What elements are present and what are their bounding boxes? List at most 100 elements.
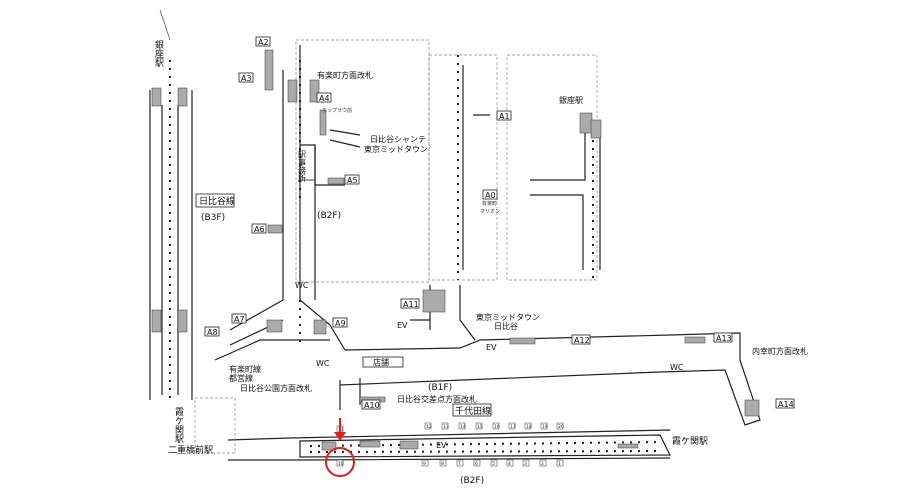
car-marker: 5 (490, 459, 498, 467)
yurakucho-gate-label: 有楽町方面改札 (317, 70, 373, 80)
car-numbers-bottom: 10 9 8 7 6 5 4 3 2 1 (336, 459, 564, 467)
car-marker: 8 (439, 459, 447, 467)
kasumigaseki-vertical-label: 霞ケ関駅 (173, 407, 184, 444)
svg-text:17: 17 (510, 424, 516, 430)
exit-a5[interactable]: A5 (344, 174, 360, 185)
location-highlight (325, 418, 355, 477)
svg-text:4: 4 (508, 461, 511, 467)
svg-text:A8: A8 (207, 328, 218, 337)
svg-text:13: 13 (443, 424, 449, 430)
yurakucho-line-label: 有楽町線 (229, 364, 261, 374)
svg-text:A0: A0 (485, 191, 496, 200)
exit-a11[interactable]: A11 (400, 298, 420, 309)
kasumigaseki-label: 霞ケ関駅 (672, 436, 708, 447)
exit-a2[interactable]: A2 (255, 36, 271, 47)
chiyoda-line-label: 千代田線 (455, 405, 491, 417)
hibiya-line-platform (149, 9, 193, 400)
hop-plaza-label: ホップラウ前 (322, 107, 352, 114)
station-office-label: 駅事務所 (298, 150, 307, 183)
exit-a0[interactable]: A0 (482, 189, 498, 200)
svg-text:A14: A14 (778, 400, 794, 409)
ev-label-platform: EV (436, 441, 447, 450)
svg-text:5: 5 (492, 461, 495, 467)
nijubashimae-label: 二重橋前駅 (168, 444, 213, 456)
yurakucho-label: 有楽町 (482, 200, 497, 207)
svg-text:8: 8 (441, 461, 444, 467)
car-marker: 6 (473, 459, 481, 467)
svg-text:A11: A11 (403, 300, 419, 309)
svg-text:10: 10 (338, 461, 344, 467)
ginza-station-right-label: 銀座駅 (559, 95, 583, 105)
midtown-hibiya-label-2: 日比谷 (494, 321, 518, 331)
shop-label: 店舗 (373, 357, 389, 367)
ev-label-a11: EV (397, 321, 408, 330)
mullion-label: マリオン (480, 209, 500, 215)
car-marker: 17 (508, 422, 516, 430)
exit-a10[interactable]: A10 (361, 399, 381, 410)
hibiya-chanter-label: 日比谷シャンテ (370, 134, 426, 144)
svg-text:14: 14 (460, 424, 466, 430)
wc-label-upper: WC (295, 281, 309, 290)
svg-text:A13: A13 (716, 334, 732, 343)
wc-label-lower: WC (316, 359, 330, 368)
wc-label-right: WC (670, 363, 684, 372)
exit-a1[interactable]: A1 (496, 110, 512, 121)
car-marker: 10 (336, 459, 344, 467)
b2f-lower-label: (B2F) (460, 476, 484, 486)
uchisaiwaicho-gate-label: 内幸町方面改札 (752, 346, 808, 356)
b1f-concourse (214, 285, 761, 426)
svg-text:A9: A9 (335, 319, 346, 328)
toei-line-label: 都営線 (229, 373, 253, 383)
svg-text:20: 20 (558, 424, 564, 430)
svg-text:A1: A1 (499, 112, 510, 121)
car-marker: 19 (540, 422, 548, 430)
hibiya-crossing-gate-label: 日比谷交差点方面改札 (397, 394, 477, 404)
svg-text:A7: A7 (234, 315, 245, 324)
b2f-upper-label: (B2F) (317, 211, 341, 221)
svg-text:A5: A5 (347, 176, 358, 185)
ginza-station-left-label: 銀座駅 (153, 39, 164, 68)
b3f-label: (B3F) (201, 213, 225, 223)
svg-text:16: 16 (494, 424, 500, 430)
midtown-hibiya-label-1: 東京ミッドタウン (476, 312, 540, 322)
car-marker: 20 (556, 422, 564, 430)
hibiya-line-label: 日比谷線 (199, 195, 235, 207)
b1f-label: (B1F) (428, 383, 452, 393)
exit-a8[interactable]: A8 (204, 326, 220, 337)
chiyoda-line-platform (194, 397, 671, 461)
svg-text:A10: A10 (364, 401, 380, 410)
exit-a14[interactable]: A14 (775, 398, 795, 409)
car-marker: 15 (475, 422, 483, 430)
exit-a6[interactable]: A6 (251, 223, 267, 234)
exit-a13[interactable]: A13 (713, 332, 733, 343)
hibiya-park-gate-label: 日比谷公園方面改札 (240, 383, 312, 393)
svg-text:7: 7 (458, 461, 461, 467)
exit-a7[interactable]: A7 (231, 313, 247, 324)
ev-label-b1f: EV (486, 343, 497, 352)
svg-text:A2: A2 (258, 38, 269, 47)
exit-a4[interactable]: A4 (316, 92, 332, 103)
svg-text:15: 15 (477, 424, 483, 430)
car-marker: 2 (539, 459, 547, 467)
tokyo-midtown-label: 東京ミッドタウン (364, 144, 428, 154)
car-marker: 4 (506, 459, 514, 467)
b2f-concourse (229, 45, 361, 345)
exit-a3[interactable]: A3 (238, 72, 254, 83)
car-marker: 13 (441, 422, 449, 430)
svg-text:9: 9 (423, 461, 426, 467)
svg-text:18: 18 (526, 424, 532, 430)
exit-a12[interactable]: A12 (571, 334, 591, 345)
svg-text:19: 19 (542, 424, 548, 430)
svg-text:1: 1 (558, 461, 561, 467)
car-marker: 18 (524, 422, 532, 430)
svg-text:6: 6 (475, 461, 478, 467)
car-marker: 16 (492, 422, 500, 430)
svg-text:A12: A12 (574, 336, 590, 345)
car-marker: 14 (458, 422, 466, 430)
car-marker: 3 (522, 459, 530, 467)
car-numbers-top: 11 12 13 14 15 16 17 18 19 20 (336, 422, 564, 433)
car-marker: 1 (556, 459, 564, 467)
svg-text:2: 2 (541, 461, 544, 467)
car-marker: 7 (456, 459, 464, 467)
exit-a9[interactable]: A9 (332, 317, 348, 328)
